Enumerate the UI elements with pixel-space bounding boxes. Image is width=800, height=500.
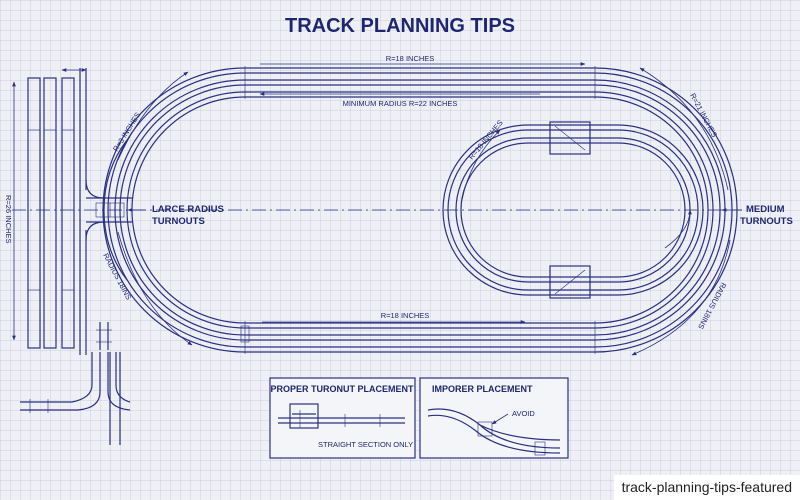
inner-right-arc-dim bbox=[664, 209, 692, 249]
corner-junction-piece bbox=[20, 322, 131, 445]
large-turnouts-label-2: TURNOUTS bbox=[152, 216, 205, 227]
left-upper-arc-dim bbox=[117, 71, 189, 161]
image-caption: track-planning-tips-featured bbox=[613, 475, 800, 500]
inner-arc-dim bbox=[461, 129, 501, 201]
top-radius-label: R=18 INCHES bbox=[386, 54, 435, 63]
left-lower-arc-dim bbox=[117, 231, 193, 346]
min-radius-label: MINIMUM RADIUS R=22 INCHES bbox=[343, 99, 458, 108]
improper-placement-title: IMPORER PLACEMENT bbox=[432, 384, 533, 394]
outer-oval-track bbox=[102, 66, 738, 354]
avoid-pointer bbox=[491, 413, 509, 425]
medium-turnouts-label-2: TURNOUTS bbox=[740, 216, 793, 227]
proper-placement-note: STRAIGHT SECTION ONLY bbox=[318, 440, 413, 449]
diagram-title: TRACK PLANNING TIPS bbox=[285, 15, 515, 37]
improper-placement-note: AVOID bbox=[512, 409, 535, 418]
right-lower-arc-dim bbox=[631, 239, 731, 356]
right-upper-arc-dim bbox=[639, 67, 729, 191]
legend-proper-placement: PROPER TURONUT PLACEMENT STRAIGHT SECTIO… bbox=[269, 377, 416, 459]
side-parallel-tracks bbox=[12, 68, 87, 355]
side-vertical-label: R=26 INCHES bbox=[4, 195, 13, 244]
inner-arc-label: R=18 INCHES bbox=[467, 118, 505, 161]
medium-turnouts-label-1: MEDIUM bbox=[746, 204, 785, 215]
large-turnouts-label-1: LARCE RADIUS bbox=[152, 204, 224, 215]
bottom-radius-label: R=18 INCHES bbox=[381, 311, 430, 320]
legend-improper-placement: IMPORER PLACEMENT AVOID bbox=[419, 377, 569, 459]
inner-oval-track bbox=[442, 121, 704, 299]
proper-placement-title: PROPER TURONUT PLACEMENT bbox=[270, 384, 414, 394]
